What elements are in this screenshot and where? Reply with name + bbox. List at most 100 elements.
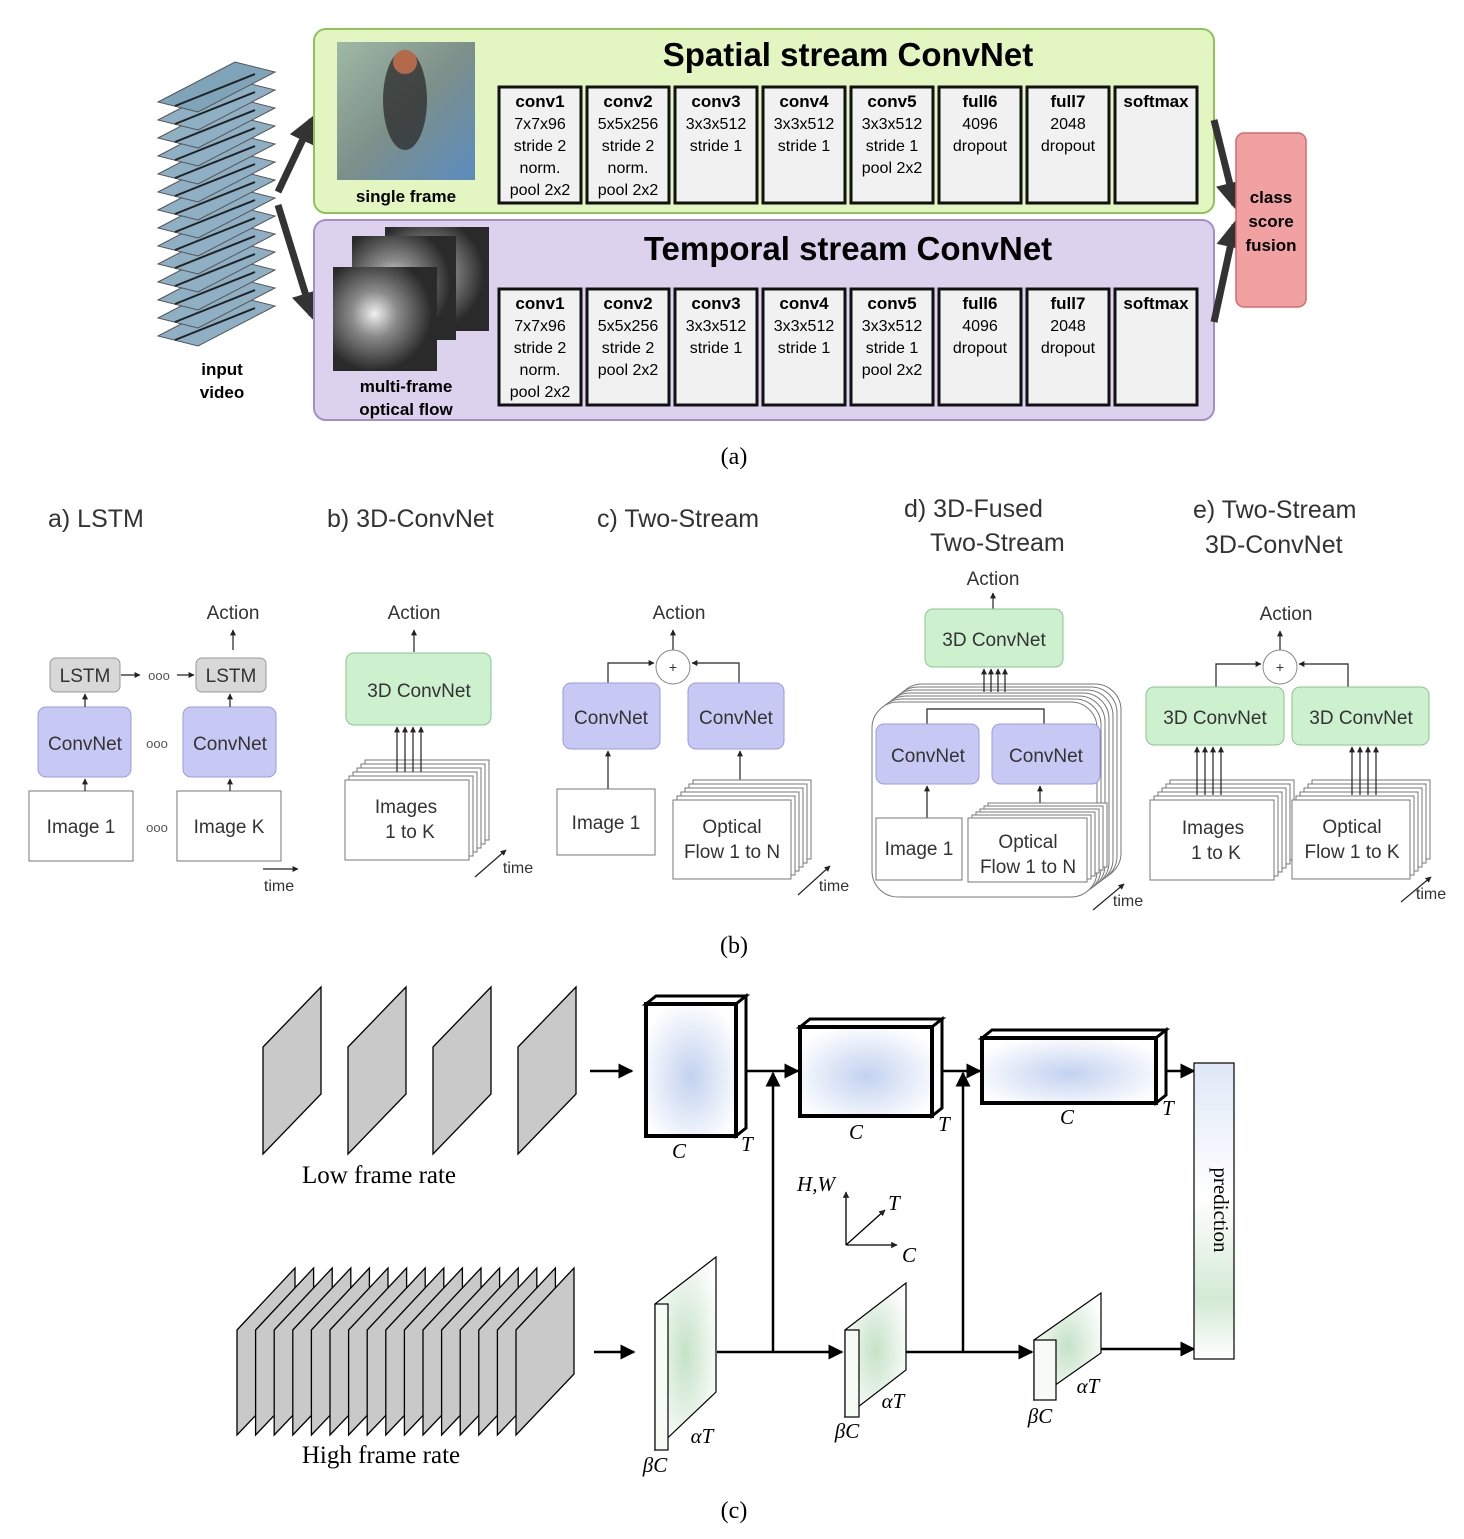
spatial-layer-name-6: full6 — [963, 92, 998, 111]
conv3d-images-2: 1 to K — [385, 822, 435, 843]
temporal-layer-box-2 — [585, 287, 671, 407]
temporal-layer-box-7 — [1025, 287, 1111, 407]
lstm-image-k-label: Image K — [194, 817, 265, 838]
spatial-layer-box-6 — [937, 85, 1023, 205]
temporal-layer-6-detail-1: 4096 — [962, 318, 998, 335]
video-frame-1 — [156, 61, 277, 113]
ts3d-title-1: e) Two-Stream — [1193, 496, 1356, 524]
video-frame-stroke-10 — [174, 235, 256, 269]
low-frame-2 — [347, 985, 407, 1156]
slow-cube-3-t: T — [1162, 1096, 1175, 1120]
spatial-layer-box-3 — [673, 85, 759, 205]
conv3d-title: b) 3D-ConvNet — [327, 505, 494, 533]
temporal-layer-name-6: full6 — [963, 294, 998, 313]
fused-time: time — [1113, 893, 1143, 910]
spatial-layer-box-7 — [1025, 85, 1111, 205]
twostream-time: time — [819, 878, 849, 895]
ts3d-convnet-2 — [1291, 686, 1430, 746]
temporal-layer-name-8: softmax — [1123, 294, 1189, 313]
ts3d-images-1: Images — [1182, 818, 1244, 839]
spatial-layer-box-1 — [497, 85, 583, 205]
panel-b-architectures: a) LSTM Action LSTM LSTM ooo ConvNet Con… — [28, 495, 1446, 959]
temporal-layer-box-1 — [497, 287, 583, 407]
axis-c-label: C — [902, 1243, 917, 1267]
fused-title-2: Two-Stream — [930, 529, 1065, 557]
temporal-layer-7-detail-1: 2048 — [1050, 318, 1086, 335]
low-frame-3 — [432, 985, 492, 1156]
single-frame-label: single frame — [356, 187, 456, 206]
optical-flow-image-front — [333, 267, 437, 371]
ts3d-flow-stack — [1291, 779, 1431, 880]
temporal-layer-name-7: full7 — [1051, 294, 1086, 313]
temporal-layer-5-detail-3: pool 2x2 — [862, 362, 923, 379]
lstm-action: Action — [207, 603, 260, 624]
slow-cube-2 — [795, 1015, 947, 1120]
ts3d-image-stack — [1149, 779, 1295, 881]
fused-action: Action — [967, 569, 1020, 590]
twostream-image-1 — [556, 788, 656, 856]
twostream-image-1-label: Image 1 — [572, 813, 641, 834]
temporal-layer-6-detail-2: dropout — [953, 340, 1008, 357]
low-frame-1 — [262, 985, 322, 1156]
fused-3d-convnet — [924, 608, 1064, 668]
low-frame-4 — [517, 985, 577, 1156]
arrow-temporal-to-fusion — [1210, 219, 1244, 323]
lstm-dots-1: ooo — [148, 668, 170, 683]
lstm-dots-2: ooo — [146, 736, 168, 751]
lstm-box-k — [195, 657, 267, 693]
slow-cube-3-c: C — [1060, 1105, 1075, 1129]
video-frame-stroke-4 — [174, 127, 256, 161]
ts3d-action: Action — [1260, 604, 1313, 625]
spatial-layer-3-detail-2: stride 1 — [690, 138, 743, 155]
lstm-image-1-label: Image 1 — [47, 817, 116, 838]
video-frame-stroke-5 — [174, 145, 256, 179]
spatial-layer-3-detail-1: 3x3x512 — [686, 116, 747, 133]
spatial-layer-7-detail-2: dropout — [1041, 138, 1096, 155]
arrow-to-temporal — [274, 203, 319, 321]
video-frame-stroke-7 — [174, 181, 256, 215]
ts3d-input-arrows — [1194, 746, 1379, 795]
twostream-convnet-1 — [562, 682, 661, 750]
low-frame-rate-frames — [262, 985, 577, 1156]
fused-3d-convnet-label: 3D ConvNet — [942, 630, 1046, 651]
ts3d-time: time — [1416, 886, 1446, 903]
spatial-layer-2-detail-4: pool 2x2 — [598, 182, 659, 199]
slow-cube-1 — [641, 992, 751, 1140]
fused-convnet-2 — [991, 723, 1101, 785]
fused-flow-2: Flow 1 to N — [980, 857, 1076, 878]
ts3d-flow-1: Optical — [1322, 817, 1381, 838]
caption-a: (a) — [721, 444, 748, 470]
fused-flow-card-1 — [967, 817, 1088, 883]
ts3d-title-2: 3D-ConvNet — [1205, 531, 1343, 559]
lstm-image-1 — [28, 790, 134, 862]
lstm-image-k — [176, 790, 282, 862]
twostream-flow-1: Optical — [702, 817, 761, 838]
fused-image-1 — [875, 817, 963, 881]
lstm-title: a) LSTM — [48, 505, 144, 533]
twostream-convnet-1-label: ConvNet — [574, 708, 649, 729]
spatial-layer-1-detail-2: stride 2 — [514, 138, 567, 155]
spatial-layer-name-7: full7 — [1051, 92, 1086, 111]
spatial-layer-box-8 — [1113, 85, 1199, 205]
spatial-layer-6-detail-1: 4096 — [962, 116, 998, 133]
lstm-convnet-k-label: ConvNet — [193, 734, 268, 755]
fused-merge-arrows — [981, 668, 1008, 692]
prediction-box — [1193, 1062, 1235, 1360]
temporal-layer-2-detail-2: stride 2 — [602, 340, 655, 357]
class-score-fusion-box — [1235, 132, 1307, 308]
fused-image-1-label: Image 1 — [885, 839, 954, 860]
video-frame-stroke-3 — [174, 109, 256, 143]
axis-hw-label: H,W — [796, 1172, 837, 1196]
conv3d-image-stack — [344, 759, 490, 861]
ts3d-flow-card-1 — [1291, 799, 1411, 880]
video-frame-stroke-13 — [174, 289, 256, 323]
fused-title-1: d) 3D-Fused — [904, 495, 1043, 523]
temporal-layer-4-detail-2: stride 1 — [778, 340, 831, 357]
spatial-layer-5-detail-2: stride 1 — [866, 138, 919, 155]
spatial-layer-box-2 — [585, 85, 671, 205]
fast-slab-1-at: αT — [691, 1424, 715, 1448]
fast-slab-2-at: αT — [882, 1389, 906, 1413]
temporal-layer-1-detail-3: norm. — [520, 362, 561, 379]
